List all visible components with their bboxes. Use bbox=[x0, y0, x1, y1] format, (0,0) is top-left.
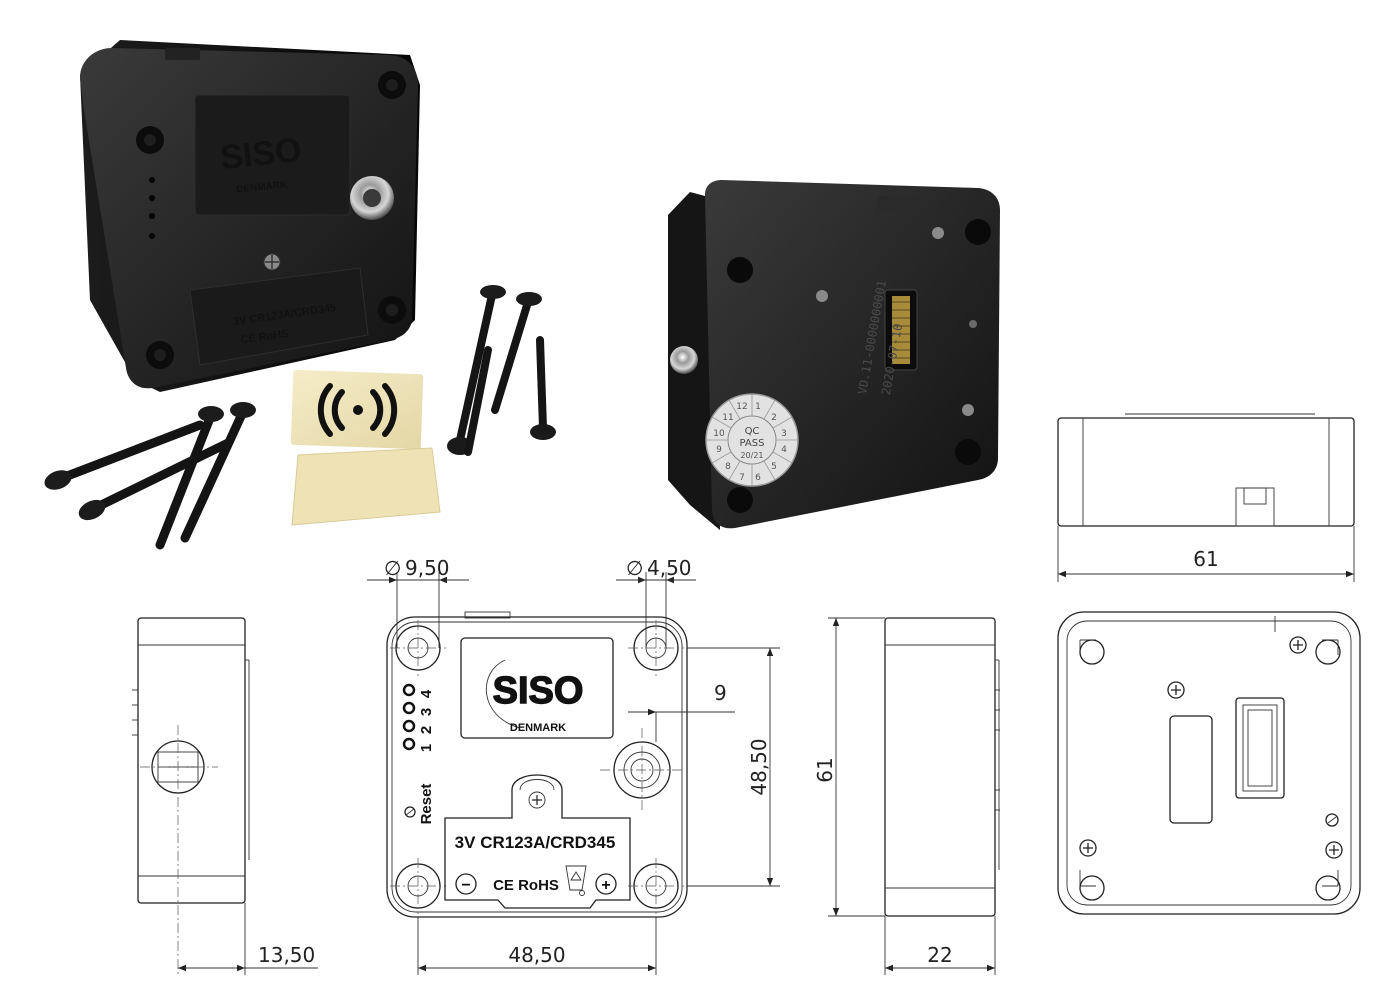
back-indicator-hole bbox=[1325, 813, 1339, 827]
reset-label: Reset bbox=[418, 784, 435, 825]
qc-month-6: 6 bbox=[755, 473, 761, 483]
led-4 bbox=[402, 683, 416, 697]
qc-month-7: 7 bbox=[739, 473, 745, 483]
wood-screw bbox=[180, 402, 256, 543]
plus-terminal-icon bbox=[595, 873, 617, 895]
top-connector bbox=[1235, 487, 1275, 527]
dim-offset: 9 bbox=[714, 681, 727, 705]
qc-month-5: 5 bbox=[771, 462, 777, 472]
back-screw-icon bbox=[1167, 681, 1185, 699]
qc-month-10: 10 bbox=[713, 429, 725, 439]
qc-month-1: 1 bbox=[755, 402, 761, 412]
front-drawing-logo-sub: DENMARK bbox=[510, 722, 566, 734]
wood-screw bbox=[78, 438, 233, 521]
led-1 bbox=[402, 737, 416, 751]
minus-symbol: − bbox=[461, 877, 470, 894]
led-label-1: 1 bbox=[418, 744, 435, 752]
front-view-drawing: SISO DENMARK 4 3 2 1 Reset 3V CR123A/CRD… bbox=[367, 556, 780, 975]
plus-symbol: + bbox=[601, 877, 610, 894]
battery-cover: 3V CR123A/CRD345 − CE RoHS + bbox=[444, 774, 631, 909]
led-label-4: 4 bbox=[418, 689, 435, 698]
qc-month-3: 3 bbox=[781, 429, 787, 439]
screws-photo bbox=[44, 285, 556, 550]
back-mounting-hole bbox=[1079, 875, 1105, 901]
led-3 bbox=[402, 701, 416, 715]
logo-window bbox=[460, 637, 614, 739]
wood-screw bbox=[155, 406, 224, 550]
qc-month-8: 8 bbox=[725, 462, 731, 472]
dim-hole-large: 9,50 bbox=[405, 556, 450, 580]
led-label-3: 3 bbox=[418, 708, 435, 716]
back-mounting-hole bbox=[1079, 639, 1105, 665]
back-view-drawing bbox=[1057, 611, 1361, 915]
blank-sticker-photo bbox=[291, 447, 441, 526]
back-screw-icon bbox=[1079, 839, 1097, 857]
back-screw-icon bbox=[1289, 636, 1307, 654]
pass-label: PASS bbox=[740, 438, 765, 449]
reset-button-icon bbox=[404, 806, 416, 818]
key-cylinder-icon bbox=[670, 346, 698, 374]
battery-label: 3V CR123A/CRD345 bbox=[455, 833, 616, 852]
cover-screw-icon bbox=[528, 791, 546, 809]
qc-year: 20/21 bbox=[740, 451, 763, 460]
right-side-view-drawing: 61 22 bbox=[813, 617, 1000, 975]
back-mounting-hole bbox=[1315, 639, 1341, 665]
left-side-view-drawing: 13,50 bbox=[132, 617, 318, 975]
back-connector-port bbox=[1235, 697, 1285, 799]
top-view-drawing: 61 bbox=[1057, 413, 1355, 582]
led-label-2: 2 bbox=[418, 726, 435, 734]
diameter-symbol-small: ∅ bbox=[626, 556, 643, 580]
dim-hole-small: 4,50 bbox=[647, 556, 692, 580]
qc-month-11: 11 bbox=[722, 413, 733, 423]
dim-right-depth: 22 bbox=[927, 943, 952, 967]
dim-left-depth: 13,50 bbox=[258, 943, 315, 967]
front-photo-logo-sub: DENMARK bbox=[236, 179, 289, 195]
back-screw-icon bbox=[1325, 841, 1343, 859]
cert-label: CE RoHS bbox=[493, 877, 559, 894]
led-indicators: 4 3 2 1 bbox=[402, 683, 435, 752]
back-lock-photo: VD.11-0000000001 2020-07-10 1 2 3 4 5 6 … bbox=[668, 180, 1000, 530]
nfc-waves-icon bbox=[317, 383, 398, 437]
qc-pass-sticker: 1 2 3 4 5 6 7 8 9 10 11 12 QC PASS 20/21 bbox=[705, 393, 799, 487]
machine-screw bbox=[447, 285, 506, 455]
dim-vertical: 48,50 bbox=[747, 738, 771, 795]
nfc-sticker-photo bbox=[290, 369, 424, 450]
led-2 bbox=[402, 719, 416, 733]
machine-screw bbox=[491, 292, 542, 414]
front-lock-photo: SISO DENMARK 3V CR123A/CRD345 CE RoHS bbox=[80, 40, 420, 392]
machine-screw bbox=[530, 336, 556, 440]
back-window bbox=[1169, 715, 1213, 824]
qc-month-4: 4 bbox=[781, 445, 787, 455]
wood-screw bbox=[44, 420, 205, 490]
diameter-symbol-large: ∅ bbox=[384, 556, 401, 580]
bin-symbol-icon bbox=[565, 865, 587, 891]
front-drawing-logo: SISO bbox=[493, 670, 584, 712]
dim-right-height: 61 bbox=[813, 757, 837, 782]
qc-label: QC bbox=[745, 426, 760, 437]
dim-horizontal: 48,50 bbox=[508, 943, 565, 967]
qc-month-9: 9 bbox=[716, 445, 722, 455]
machine-screw bbox=[464, 346, 492, 456]
minus-terminal-icon bbox=[455, 873, 477, 895]
dim-top-width: 61 bbox=[1193, 547, 1218, 571]
qc-month-2: 2 bbox=[771, 413, 777, 423]
front-photo-logo: SISO bbox=[218, 131, 303, 177]
back-mounting-hole bbox=[1315, 875, 1341, 901]
qc-month-12: 12 bbox=[736, 402, 747, 412]
